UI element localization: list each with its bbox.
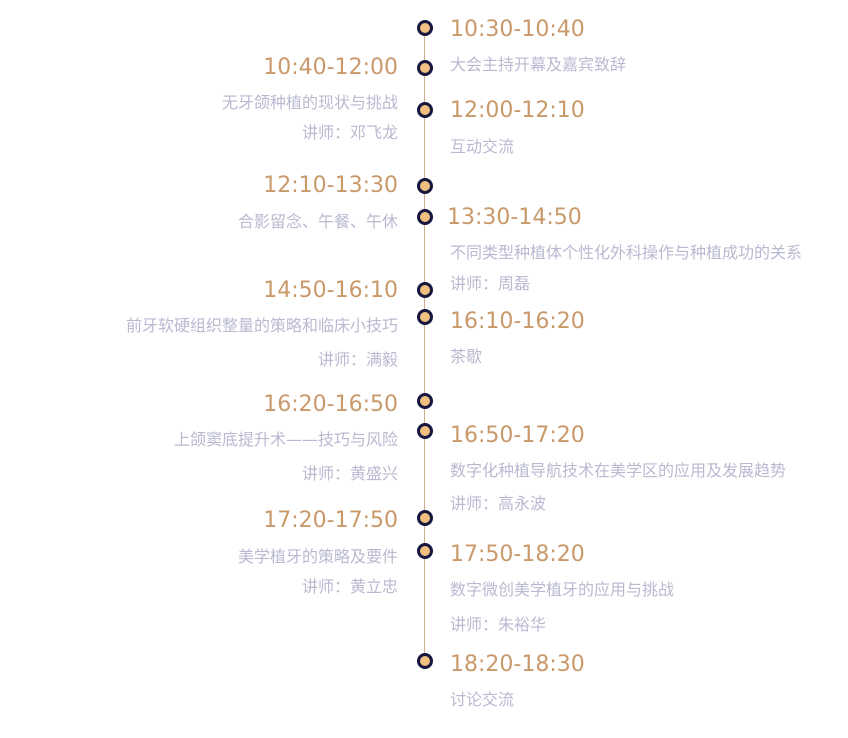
session-time: 17:20-17:50 [263, 508, 398, 533]
session-speaker: 讲师：周磊 [450, 274, 531, 293]
session-time: 16:50-17:20 [450, 423, 585, 448]
timeline-dot [417, 178, 433, 194]
timeline-dot [417, 309, 433, 325]
session-desc: 不同类型种植体个性化外科操作与种植成功的关系 [450, 243, 803, 262]
timeline-dot [417, 60, 433, 76]
session-time: 10:40-12:00 [263, 55, 398, 80]
session-desc: 数字微创美学植牙的应用与挑战 [450, 580, 675, 599]
session-time: 12:10-13:30 [263, 173, 398, 198]
timeline-dot [417, 20, 433, 36]
session-speaker: 讲师：高永波 [450, 494, 547, 513]
session-desc: 前牙软硬组织整量的策略和临床小技巧 [125, 316, 398, 335]
session-time: 12:00-12:10 [450, 98, 585, 123]
session-time: 14:50-16:10 [263, 278, 398, 303]
session-desc: 合影留念、午餐、午休 [237, 212, 398, 231]
session-time: 16:20-16:50 [263, 392, 398, 417]
session-desc: 上颌窦底提升术——技巧与风险 [173, 430, 398, 449]
timeline-dot [417, 543, 433, 559]
session-desc: 数字化种植导航技术在美学区的应用及发展趋势 [450, 461, 787, 480]
timeline-dot [417, 102, 433, 118]
session-time: 18:20-18:30 [450, 652, 585, 677]
timeline-dot [417, 282, 433, 298]
session-time: 13:30-14:50 [447, 205, 582, 230]
session-time: 16:10-16:20 [450, 309, 585, 334]
timeline-dot [417, 653, 433, 669]
timeline-dot [417, 423, 433, 439]
session-speaker: 讲师：黄盛兴 [301, 464, 398, 483]
session-desc: 互动交流 [450, 137, 515, 156]
session-desc: 无牙颌种植的现状与挑战 [221, 93, 398, 112]
timeline-dot [417, 393, 433, 409]
session-time: 17:50-18:20 [450, 542, 585, 567]
session-speaker: 讲师：黄立忠 [301, 577, 398, 596]
session-speaker: 讲师：满毅 [317, 350, 398, 369]
session-speaker: 讲师：邓飞龙 [301, 123, 398, 142]
session-speaker: 讲师：朱裕华 [450, 615, 547, 634]
session-time: 10:30-10:40 [450, 17, 585, 42]
session-desc: 茶歇 [450, 347, 483, 366]
timeline-line [424, 28, 425, 668]
session-desc: 美学植牙的策略及要件 [237, 547, 398, 566]
timeline-dot [417, 209, 433, 225]
session-desc: 大会主持开幕及嘉宾致辞 [450, 55, 627, 74]
timeline-dot [417, 510, 433, 526]
session-desc: 讨论交流 [450, 690, 515, 709]
